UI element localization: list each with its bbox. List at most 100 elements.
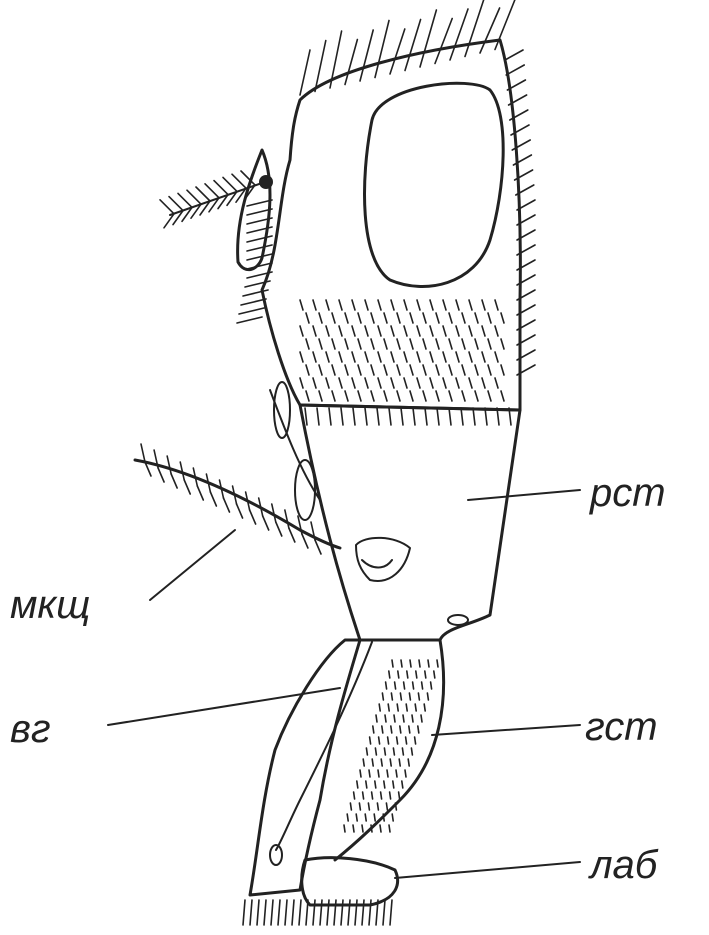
bristle <box>417 300 420 310</box>
bristle <box>339 326 342 336</box>
bristle <box>475 313 478 323</box>
bristle <box>417 352 420 362</box>
bristle <box>345 40 357 85</box>
bristle <box>411 748 412 755</box>
bristle <box>372 792 373 799</box>
bristle <box>315 540 321 554</box>
bristle <box>406 704 407 711</box>
bristle <box>419 660 420 667</box>
bristle <box>434 671 435 678</box>
bristle <box>257 900 259 925</box>
bristle <box>408 759 409 766</box>
bristle <box>276 522 282 536</box>
bristle <box>357 781 358 788</box>
bristle <box>405 20 421 71</box>
bristle <box>495 0 515 50</box>
bristle <box>263 516 269 530</box>
bristle <box>345 365 348 375</box>
bristle <box>428 660 429 667</box>
bristle <box>223 177 237 191</box>
bristle <box>393 781 394 788</box>
bristle <box>380 825 381 832</box>
bristle <box>378 378 381 388</box>
palp-bristles <box>141 444 321 554</box>
bristle <box>171 474 177 488</box>
bristle <box>385 715 386 722</box>
rostrum-pore <box>448 615 468 625</box>
bristle <box>443 352 446 362</box>
bristle <box>404 352 407 362</box>
bristle <box>306 900 308 925</box>
bristle <box>381 759 382 766</box>
bristle <box>397 365 400 375</box>
label-mksch: мкщ <box>10 583 90 627</box>
bristle <box>332 339 335 349</box>
bristle <box>306 391 309 401</box>
bristle <box>358 365 361 375</box>
bristle <box>375 21 389 78</box>
bristle <box>395 682 396 689</box>
bristle <box>382 726 383 733</box>
bristle <box>395 803 396 810</box>
bristle <box>356 814 357 821</box>
bristle <box>285 510 289 528</box>
leader-mksch <box>150 530 235 600</box>
bristle <box>371 313 374 323</box>
bristle <box>326 378 329 388</box>
bristle <box>409 693 410 700</box>
bristle <box>424 704 425 711</box>
bristle <box>210 492 216 506</box>
bristle <box>382 693 383 700</box>
bristle <box>371 391 374 401</box>
bristle <box>366 748 367 755</box>
bristle <box>371 365 374 375</box>
bristle <box>391 300 394 310</box>
bristle <box>384 391 387 401</box>
bristle <box>488 391 491 401</box>
bristle <box>271 900 273 925</box>
bristle <box>501 365 504 375</box>
bristle <box>378 300 381 310</box>
bristle <box>305 408 307 425</box>
bristle <box>329 408 331 425</box>
bristle <box>362 825 363 832</box>
bristle <box>381 792 382 799</box>
bristle <box>437 660 438 667</box>
rostrum <box>300 405 520 640</box>
bristle <box>394 715 395 722</box>
bristle <box>341 408 343 425</box>
bristle <box>482 300 485 310</box>
bristle <box>388 737 389 744</box>
bristle <box>390 900 392 925</box>
bristle <box>375 748 376 755</box>
bristle <box>501 313 504 323</box>
bristle <box>354 792 355 799</box>
bristle <box>456 378 459 388</box>
bristle <box>398 671 399 678</box>
bristle <box>239 308 264 314</box>
bristle <box>417 378 420 388</box>
bristle <box>237 317 262 323</box>
bristle <box>214 181 228 195</box>
bristle <box>412 715 413 722</box>
bristle <box>396 770 397 777</box>
bristle <box>407 671 408 678</box>
bristle <box>278 900 280 925</box>
bristle <box>506 65 524 75</box>
bristle <box>436 365 439 375</box>
bristle <box>449 313 452 323</box>
bristle <box>197 486 203 500</box>
bristle <box>430 326 433 336</box>
bristle <box>425 408 427 425</box>
bristle <box>345 391 348 401</box>
bristle <box>169 197 183 211</box>
bristle <box>379 704 380 711</box>
bristle <box>392 814 393 821</box>
bristle <box>167 456 171 474</box>
bristle <box>417 326 420 336</box>
bristle <box>495 352 498 362</box>
bristle <box>389 825 390 832</box>
bristle <box>353 825 354 832</box>
bristle <box>384 313 387 323</box>
